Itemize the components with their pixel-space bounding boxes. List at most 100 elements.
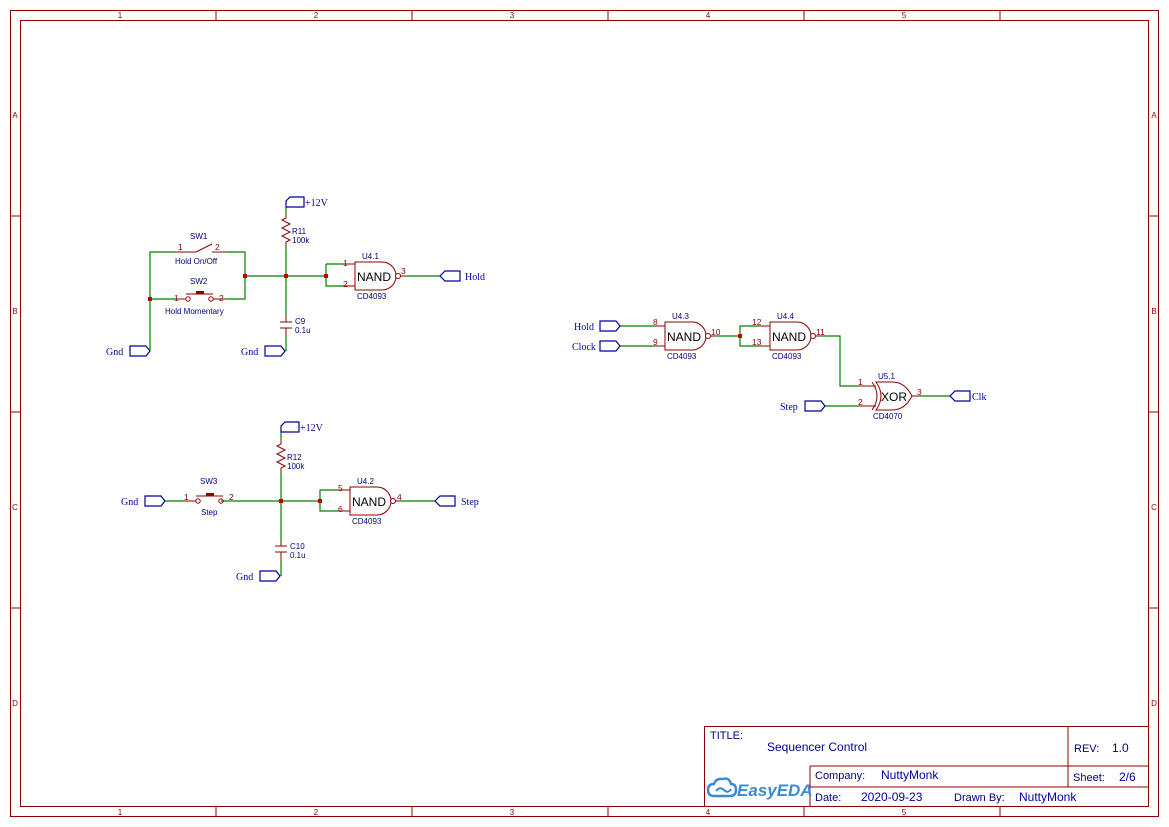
u41-part: CD4093 — [357, 292, 387, 301]
gate-u44-nand: U4.4 NAND 12 13 11 CD4093 — [752, 312, 825, 361]
rev-value: 1.0 — [1112, 741, 1129, 755]
wire — [820, 335, 860, 387]
u42-pin-out: 4 — [397, 492, 402, 502]
u43-type: NAND — [667, 330, 701, 344]
port-gnd: Gnd — [106, 345, 151, 358]
u42-ref: U4.2 — [357, 477, 374, 486]
wire — [319, 490, 340, 512]
drawn-by-label: Drawn By: — [954, 792, 1005, 804]
u43-ref: U4.3 — [672, 312, 689, 321]
u43-part: CD4093 — [667, 352, 697, 361]
port-gnd: Gnd — [121, 495, 166, 508]
company-value: NuttyMonk — [881, 768, 939, 782]
u51-pin-out: 3 — [917, 387, 922, 397]
u42-pin-in2: 6 — [338, 504, 343, 514]
net-plus12v: +12V — [305, 198, 329, 209]
junction-dot — [324, 274, 328, 278]
capacitor-c9: C9 0.1u — [280, 315, 311, 336]
logo-wordmark: EasyEDA — [737, 781, 813, 800]
title-label: TITLE: — [710, 730, 743, 742]
date-value: 2020-09-23 — [861, 790, 923, 804]
sw1-pin2: 2 — [215, 242, 220, 252]
r12-value: 100k — [287, 462, 305, 471]
wire — [149, 251, 176, 344]
capacitor-c10: C10 0.1u — [275, 541, 306, 561]
power-flag-12v: +12V — [280, 421, 324, 434]
row-label: A — [12, 111, 18, 120]
net-gnd: Gnd — [106, 347, 123, 358]
wire — [226, 251, 246, 300]
u44-type: NAND — [772, 330, 806, 344]
u44-pin-in2: 13 — [752, 337, 762, 347]
rev-label: REV: — [1074, 743, 1099, 755]
port-hold-in: Hold — [574, 320, 621, 333]
junction-dot — [284, 274, 288, 278]
r11-value: 100k — [292, 236, 310, 245]
hold-circuit: SW1 1 2 Hold On/Off SW2 1 2 Hold Momenta… — [106, 196, 485, 358]
port-step-out: Step — [434, 495, 479, 508]
junction-dot — [279, 499, 283, 503]
u51-pin-in2: 2 — [858, 397, 863, 407]
clock-logic: U4.3 NAND 8 9 10 CD4093 U4.4 NAND 12 13 … — [572, 312, 986, 421]
drawing-frame: 1 2 3 4 5 1 2 3 4 5 A B C D A B C D — [10, 10, 1159, 817]
u41-ref: U4.1 — [362, 252, 379, 261]
junction-dot — [243, 274, 247, 278]
gate-u51-xor: U5.1 XOR 1 2 3 CD4070 — [858, 372, 922, 421]
sw1-pin1: 1 — [178, 242, 183, 252]
sw2-value: Hold Momentary — [165, 307, 224, 316]
drawn-by-value: NuttyMonk — [1019, 790, 1077, 804]
column-label: 5 — [902, 11, 907, 20]
u44-part: CD4093 — [772, 352, 802, 361]
junction-dot — [148, 297, 152, 301]
title-value: Sequencer Control — [767, 740, 867, 754]
gate-u41-nand: U4.1 NAND 1 2 3 CD4093 — [343, 252, 406, 301]
switch-sw3: SW3 1 2 Step — [184, 477, 234, 517]
u44-pin-out: 11 — [816, 327, 825, 337]
resistor-r11: R11 100k — [280, 214, 310, 246]
net-gnd: Gnd — [121, 497, 138, 508]
c10-ref: C10 — [290, 542, 305, 551]
r12-ref: R12 — [287, 453, 302, 462]
port-step-in: Step — [780, 400, 826, 413]
title-block: TITLE: Sequencer Control REV: 1.0 Compan… — [704, 726, 1149, 807]
row-label: D — [12, 699, 18, 708]
gate-u42-nand: U4.2 NAND 5 6 4 CD4093 — [338, 477, 402, 526]
junction-dot — [738, 334, 742, 338]
sw1-value: Hold On/Off — [175, 257, 218, 266]
sheet-label: Sheet: — [1073, 772, 1105, 784]
step-circuit: SW3 1 2 Step R12 100k C10 0.1u U4.2 NAND — [121, 421, 479, 583]
u42-pin-in1: 5 — [338, 483, 343, 493]
column-label: 1 — [118, 808, 123, 817]
u41-type: NAND — [357, 270, 391, 284]
u41-pin-in1: 1 — [343, 258, 348, 268]
net-gnd: Gnd — [241, 347, 258, 358]
junction-dot — [318, 499, 322, 503]
sw3-ref: SW3 — [200, 477, 218, 486]
u51-ref: U5.1 — [878, 372, 895, 381]
sheet-value: 2/6 — [1119, 770, 1136, 784]
sw2-pin2: 2 — [219, 293, 224, 303]
net-hold: Hold — [574, 322, 594, 333]
row-label: C — [1151, 503, 1157, 512]
column-label: 4 — [706, 808, 711, 817]
u43-pin-in1: 8 — [653, 317, 658, 327]
wire — [325, 264, 345, 287]
u44-ref: U4.4 — [777, 312, 794, 321]
c10-value: 0.1u — [290, 551, 306, 560]
net-clock: Clock — [572, 342, 596, 353]
u41-pin-in2: 2 — [343, 279, 348, 289]
gate-u43-nand: U4.3 NAND 8 9 10 CD4093 — [653, 312, 721, 361]
row-label: B — [1151, 307, 1156, 316]
u43-pin-in2: 9 — [653, 337, 658, 347]
column-label: 1 — [118, 11, 123, 20]
switch-sw1: SW1 1 2 Hold On/Off — [175, 232, 226, 266]
easyeda-logo: EasyEDA — [706, 777, 813, 800]
port-clock-in: Clock — [572, 340, 621, 353]
switch-sw2: SW2 1 2 Hold Momentary — [165, 277, 226, 316]
net-step: Step — [461, 497, 479, 508]
column-label: 4 — [706, 11, 711, 20]
date-label: Date: — [815, 792, 841, 804]
column-label: 3 — [510, 808, 515, 817]
row-label: B — [12, 307, 17, 316]
